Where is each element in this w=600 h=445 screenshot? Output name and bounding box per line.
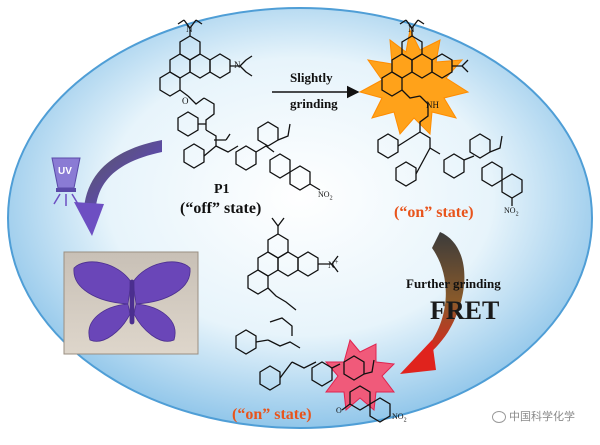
uv-arrowhead [74, 202, 104, 236]
wechat-icon [492, 411, 506, 424]
atom-n-top: N [186, 24, 193, 34]
watermark-text: 中国科学化学 [509, 411, 575, 423]
p1-name-label: P1 [214, 182, 230, 197]
atom-n-right: N [234, 60, 241, 70]
atom-nplus-bottom: N+ [328, 258, 339, 270]
atom-no2-tr: NO2 [504, 206, 519, 218]
on-molecule-top [377, 19, 523, 206]
uv-lamp-icon [51, 157, 81, 206]
fret-label: FRET [430, 296, 500, 325]
uv-arrow [84, 140, 162, 208]
butterfly-photo [63, 251, 199, 355]
atom-o-p1: O [182, 96, 189, 106]
top-right-state-label: (“on” state) [394, 204, 474, 221]
arrow-top-label-2: grinding [290, 96, 338, 111]
on-state-burst-orange [358, 28, 470, 136]
bottom-state-label: (“on” state) [232, 406, 312, 423]
atom-o-minus-bottom: O [336, 406, 342, 415]
on-state-burst-red [324, 338, 396, 411]
atom-no2-bottom: NO2 [392, 412, 407, 424]
p1-state-label: (“off” state) [180, 200, 262, 217]
watermark: 中国科学化学 [492, 408, 575, 424]
uv-lamp-label: UV [58, 166, 72, 177]
arrow-top-label-1: Slightly [290, 70, 333, 85]
butterfly-icon [73, 261, 191, 342]
further-grinding-arrow [424, 232, 465, 358]
on-molecule-bottom [235, 217, 391, 423]
p1-molecule [159, 19, 321, 191]
atom-no2-p1: NO2 [318, 190, 333, 202]
further-grinding-label: Further grinding [406, 276, 501, 291]
atom-n-tr: N [408, 24, 415, 34]
atom-nh-tr: NH [426, 100, 439, 110]
further-grinding-arrowhead [400, 340, 436, 374]
